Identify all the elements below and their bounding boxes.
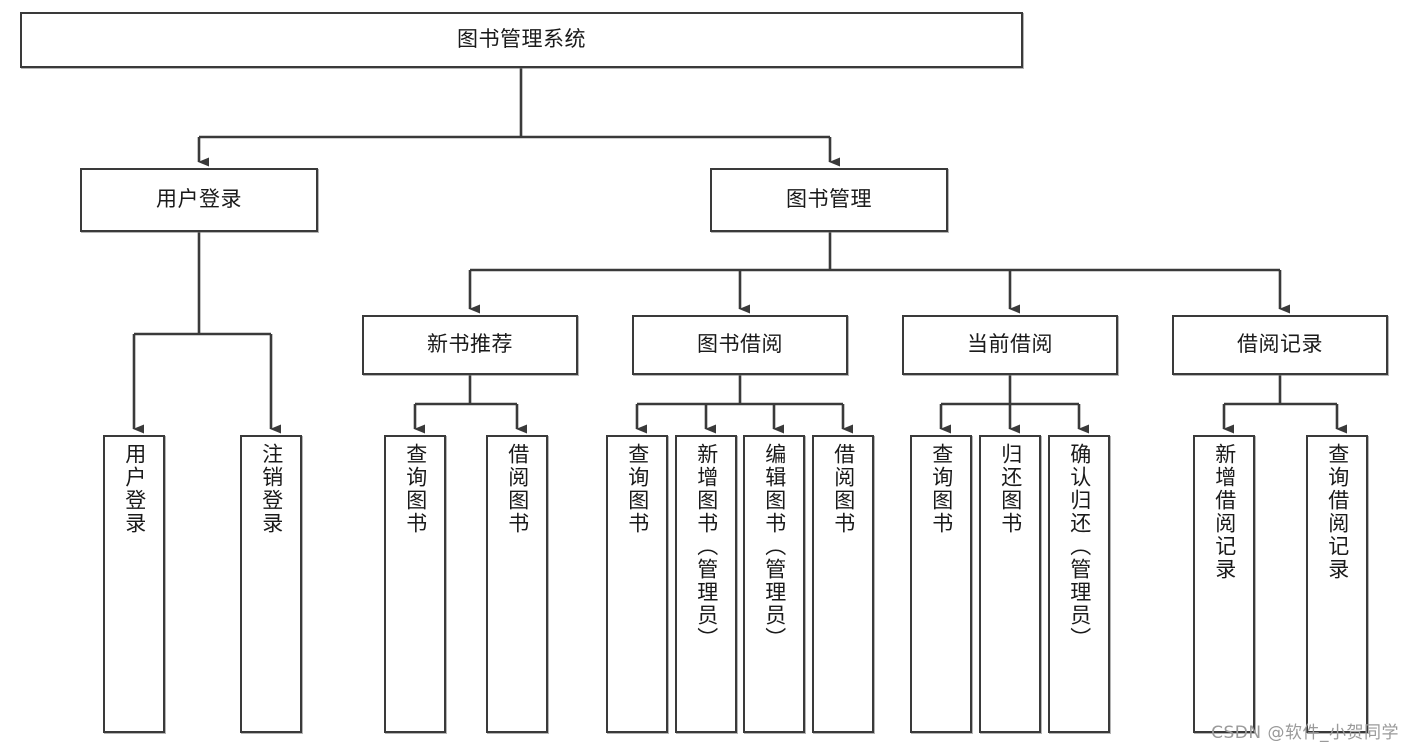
node-root-system[interactable]: 图书管理系统 <box>20 12 1023 68</box>
leaf-new-book-borrow[interactable]: 借阅图书 <box>486 435 548 733</box>
leaf-user-login-logout-label: 注销登录 <box>259 443 284 535</box>
leaf-new-book-query-label: 查询图书 <box>403 443 428 535</box>
node-borrow-record[interactable]: 借阅记录 <box>1172 315 1388 375</box>
node-book-borrow-label: 图书借阅 <box>697 332 783 357</box>
leaf-current-borrow-confirm[interactable]: 确认归还（管理员） <box>1048 435 1110 733</box>
leaf-borrow-record-query[interactable]: 查询借阅记录 <box>1306 435 1368 733</box>
node-book-management[interactable]: 图书管理 <box>710 168 948 232</box>
leaf-book-borrow-add[interactable]: 新增图书（管理员） <box>675 435 737 733</box>
leaf-current-borrow-query[interactable]: 查询图书 <box>910 435 972 733</box>
node-new-book-recommend-label: 新书推荐 <box>427 332 513 357</box>
leaf-new-book-borrow-label: 借阅图书 <box>505 443 530 535</box>
node-root-system-label: 图书管理系统 <box>457 27 586 52</box>
node-book-management-label: 图书管理 <box>786 187 872 212</box>
leaf-current-borrow-return-label: 归还图书 <box>998 443 1023 535</box>
leaf-book-borrow-query[interactable]: 查询图书 <box>606 435 668 733</box>
leaf-book-borrow-borrow-label: 借阅图书 <box>831 443 856 535</box>
leaf-user-login-logout[interactable]: 注销登录 <box>240 435 302 733</box>
node-borrow-record-label: 借阅记录 <box>1237 332 1323 357</box>
leaf-user-login-login-label: 用户登录 <box>122 443 147 535</box>
leaf-book-borrow-edit-label: 编辑图书（管理员） <box>762 443 787 650</box>
node-user-login[interactable]: 用户登录 <box>80 168 318 232</box>
node-current-borrow[interactable]: 当前借阅 <box>902 315 1118 375</box>
leaf-book-borrow-add-label: 新增图书（管理员） <box>694 443 719 650</box>
leaf-user-login-login[interactable]: 用户登录 <box>103 435 165 733</box>
leaf-current-borrow-query-label: 查询图书 <box>929 443 954 535</box>
leaf-borrow-record-query-label: 查询借阅记录 <box>1325 443 1350 581</box>
leaf-current-borrow-return[interactable]: 归还图书 <box>979 435 1041 733</box>
leaf-new-book-query[interactable]: 查询图书 <box>384 435 446 733</box>
leaf-borrow-record-add-label: 新增借阅记录 <box>1212 443 1237 581</box>
leaf-borrow-record-add[interactable]: 新增借阅记录 <box>1193 435 1255 733</box>
node-new-book-recommend[interactable]: 新书推荐 <box>362 315 578 375</box>
leaf-current-borrow-confirm-label: 确认归还（管理员） <box>1067 443 1092 650</box>
node-user-login-label: 用户登录 <box>156 187 242 212</box>
csdn-watermark: CSDN @软件_小贺同学 <box>1211 723 1399 743</box>
node-book-borrow[interactable]: 图书借阅 <box>632 315 848 375</box>
node-current-borrow-label: 当前借阅 <box>967 332 1053 357</box>
leaf-book-borrow-query-label: 查询图书 <box>625 443 650 535</box>
leaf-book-borrow-edit[interactable]: 编辑图书（管理员） <box>743 435 805 733</box>
leaf-book-borrow-borrow[interactable]: 借阅图书 <box>812 435 874 733</box>
